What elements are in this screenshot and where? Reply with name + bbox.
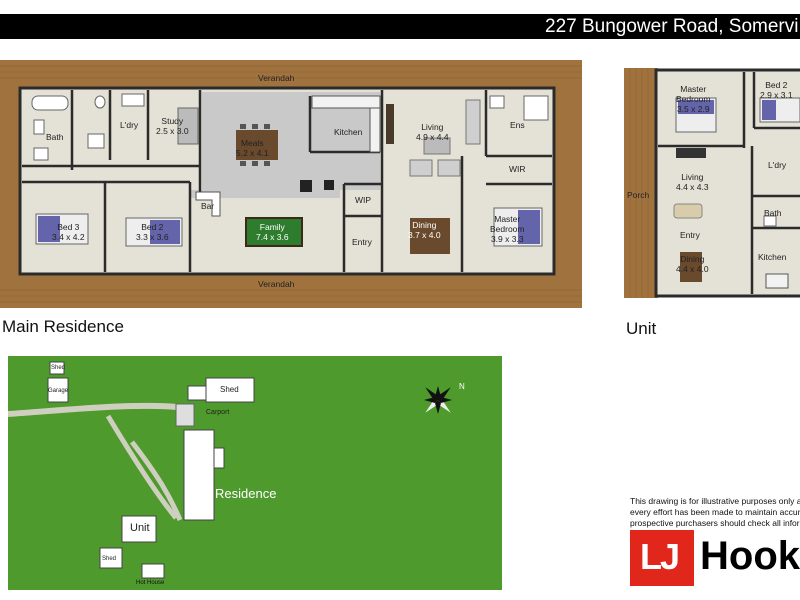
main-master-size: 3.9 x 3.3 bbox=[490, 234, 524, 244]
unit-laundry-label: L'dry bbox=[768, 160, 787, 170]
unit-living-size: 4.4 x 4.3 bbox=[676, 182, 709, 192]
main-dining-label: Dining 3.7 x 4.0 bbox=[408, 220, 441, 240]
pool-table bbox=[245, 217, 303, 247]
site-garage-label: Garage bbox=[48, 388, 69, 394]
residence-building bbox=[183, 429, 215, 521]
unit-bed2-label: Bed 2 2.9 x 3.1 bbox=[760, 80, 793, 100]
main-residence-drawing bbox=[0, 60, 582, 308]
site-plan: N Shed Garage Shed Carport Residence Uni… bbox=[7, 356, 502, 590]
unit-living-label: Living 4.4 x 4.3 bbox=[676, 172, 709, 192]
site-shed-small-label: Shed bbox=[51, 365, 66, 371]
study-size: 2.5 x 3.0 bbox=[156, 126, 189, 136]
disclaimer-line-2: every effort has been made to maintain a… bbox=[630, 507, 800, 517]
main-living-name: Living bbox=[421, 122, 444, 132]
unit-bath-label: Bath bbox=[764, 208, 782, 218]
ensuite-label: Ens bbox=[510, 120, 525, 130]
title-bar: 227 Bungower Road, Somervi bbox=[0, 14, 800, 39]
wip-label: WIP bbox=[355, 195, 372, 205]
site-hot-house-label: Hot House bbox=[136, 580, 165, 586]
hot-house bbox=[141, 563, 165, 579]
site-shed-bottom-label: Shed bbox=[102, 556, 117, 562]
bathtub bbox=[31, 95, 69, 111]
unit-drawing bbox=[624, 68, 800, 298]
site-drawing bbox=[7, 356, 502, 590]
main-bed2-size: 3.3 x 3.6 bbox=[136, 232, 169, 242]
family-name: Family bbox=[259, 222, 285, 232]
family-label: Family 7.4 x 3.6 bbox=[256, 222, 289, 242]
meals-name: Meals bbox=[240, 138, 264, 148]
porch-deck bbox=[624, 68, 658, 298]
site-shed-top-label: Shed bbox=[220, 385, 239, 394]
main-kitchen-label: Kitchen bbox=[334, 127, 363, 137]
disclaimer-line-3: prospective purchasers should check all … bbox=[630, 518, 800, 528]
bed3-label: Bed 3 3.4 x 4.2 bbox=[52, 222, 85, 242]
main-residence-plan: Verandah Verandah Bath L'dry Study 2.5 x… bbox=[0, 60, 582, 308]
unit-caption: Unit bbox=[626, 319, 657, 338]
porch-label: Porch bbox=[627, 190, 650, 200]
carport bbox=[175, 403, 195, 427]
unit-master-name2: Bedroom bbox=[676, 94, 711, 104]
verandah-top-label: Verandah bbox=[258, 73, 295, 83]
unit-kitchen-label: Kitchen bbox=[758, 252, 787, 262]
unit-dining-name: Dining bbox=[680, 254, 705, 264]
compass-icon bbox=[424, 386, 452, 414]
main-living-label: Living 4.9 x 4.4 bbox=[416, 122, 449, 142]
main-laundry-label: L'dry bbox=[120, 120, 139, 130]
study-label: Study 2.5 x 3.0 bbox=[156, 116, 189, 136]
main-master-name: Master bbox=[494, 214, 521, 224]
unit-building bbox=[121, 515, 157, 543]
unit-plan: Master Bedroom 3.5 x 2.9 Bed 2 2.9 x 3.1… bbox=[624, 68, 800, 298]
family-size: 7.4 x 3.6 bbox=[256, 232, 289, 242]
main-master-name2: Bedroom bbox=[490, 224, 525, 234]
main-dining-size: 3.7 x 4.0 bbox=[408, 230, 441, 240]
unit-master-label: Master Bedroom 3.5 x 2.9 bbox=[676, 84, 711, 114]
unit-dining-size: 4.4 x 4.0 bbox=[676, 264, 709, 274]
unit-living-name: Living bbox=[681, 172, 704, 182]
grass-area bbox=[8, 356, 502, 590]
main-dining-name: Dining bbox=[412, 220, 437, 230]
unit-master-size: 3.5 x 2.9 bbox=[676, 104, 710, 114]
bed3-size: 3.4 x 4.2 bbox=[52, 232, 85, 242]
site-unit-label: Unit bbox=[130, 522, 150, 534]
site-residence-label: Residence bbox=[215, 486, 277, 501]
shed-small bbox=[49, 361, 65, 375]
main-bed2-label: Bed 2 3.3 x 3.6 bbox=[136, 222, 169, 242]
main-master-label: Master Bedroom 3.9 x 3.3 bbox=[490, 214, 525, 244]
bed3-name: Bed 3 bbox=[57, 222, 80, 232]
wir-label: WIR bbox=[509, 164, 526, 174]
logo-red-block: LJ bbox=[630, 530, 694, 586]
verandah-bottom-label: Verandah bbox=[258, 279, 295, 289]
unit-entry-label: Entry bbox=[680, 230, 700, 240]
unit-bed2-size: 2.9 x 3.1 bbox=[760, 90, 793, 100]
garage bbox=[47, 377, 69, 403]
shed-bottom bbox=[99, 547, 123, 569]
main-bed2-name: Bed 2 bbox=[141, 222, 164, 232]
meals-size: 5.2 x 4.1 bbox=[236, 148, 269, 158]
compass-north-label: N bbox=[459, 382, 465, 391]
study-name: Study bbox=[161, 116, 184, 126]
unit-bed2-name: Bed 2 bbox=[765, 80, 788, 90]
shed-top bbox=[205, 377, 255, 403]
main-bath-label: Bath bbox=[46, 132, 64, 142]
disclaimer: This drawing is for illustrative purpose… bbox=[630, 496, 800, 529]
site-carport-label: Carport bbox=[206, 409, 230, 416]
unit-master-name: Master bbox=[680, 84, 707, 94]
lj-hooker-logo: LJ Hooke bbox=[630, 530, 800, 586]
disclaimer-line-1: This drawing is for illustrative purpose… bbox=[630, 496, 800, 506]
main-residence-caption: Main Residence bbox=[2, 317, 124, 336]
property-address: 227 Bungower Road, Somervi bbox=[545, 16, 799, 37]
main-living-size: 4.9 x 4.4 bbox=[416, 132, 449, 142]
unit-dining-label: Dining 4.4 x 4.0 bbox=[676, 254, 709, 274]
main-entry-label: Entry bbox=[352, 237, 372, 247]
logo-hooker-text: Hooke bbox=[700, 534, 800, 578]
bar-label: Bar bbox=[201, 201, 215, 211]
logo-lj-text: LJ bbox=[640, 536, 680, 577]
meals-label: Meals 5.2 x 4.1 bbox=[236, 138, 269, 158]
